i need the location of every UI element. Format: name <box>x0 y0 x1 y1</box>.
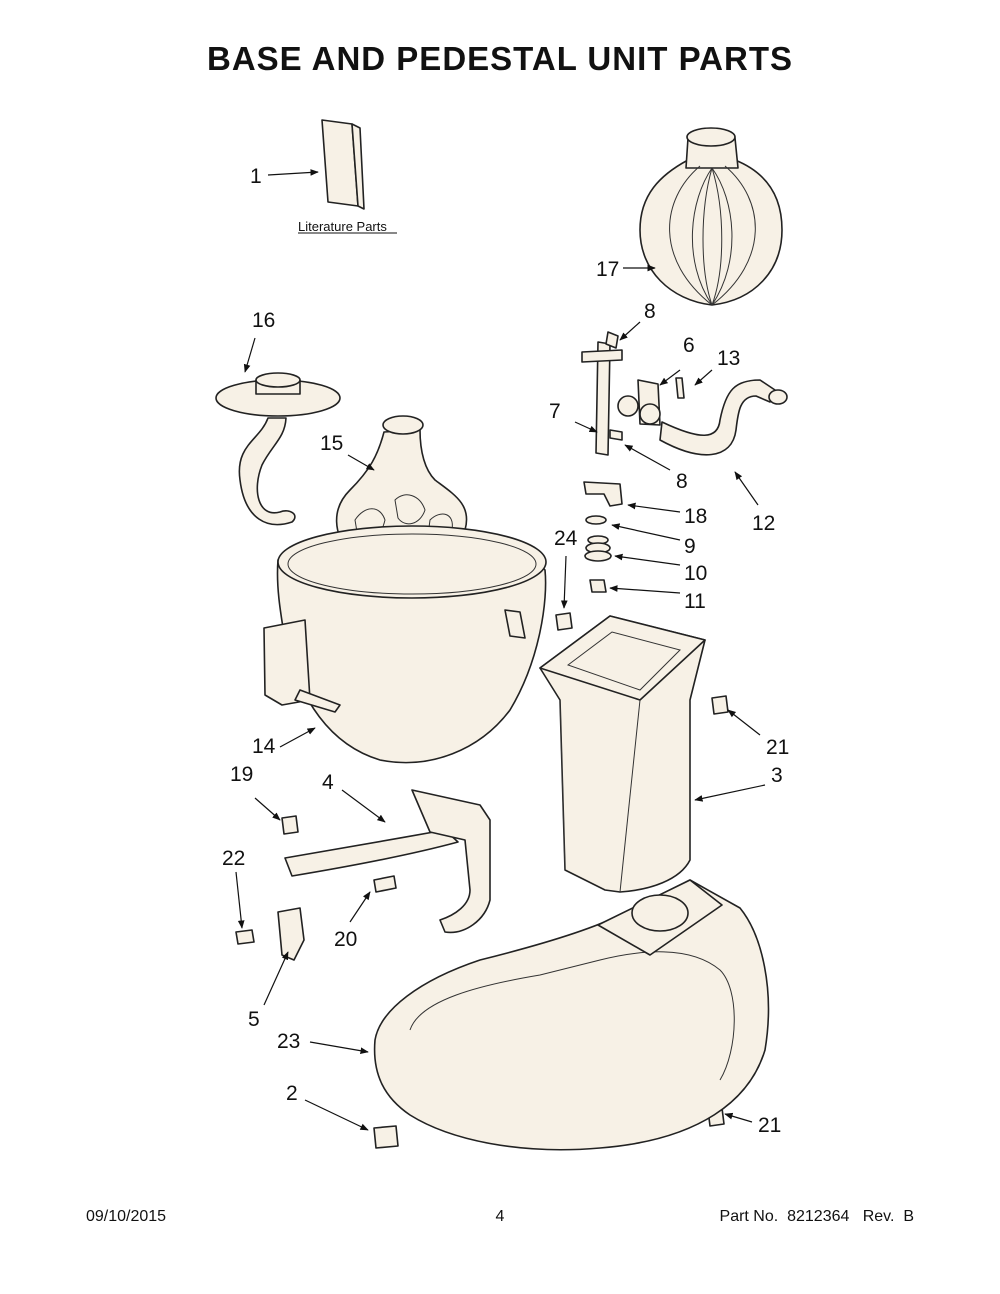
callout-7: 7 <box>549 400 561 423</box>
dough-hook-part <box>215 372 341 526</box>
callout-numbers: 1 17 16 8 6 13 7 15 8 18 12 24 9 10 11 1… <box>222 165 789 1137</box>
callout-20: 20 <box>334 928 357 951</box>
callout-13: 13 <box>717 347 740 370</box>
callout-4: 4 <box>322 771 334 794</box>
footer-page-number: 4 <box>495 1208 505 1225</box>
page-title: BASE AND PEDESTAL UNIT PARTS <box>207 40 793 77</box>
base-part <box>373 879 770 1151</box>
callout-6: 6 <box>683 334 695 357</box>
callout-17: 17 <box>596 258 619 281</box>
callout-8-bottom: 8 <box>676 470 688 493</box>
mixing-bowl-part <box>263 525 547 764</box>
callout-10: 10 <box>684 562 707 585</box>
callout-23: 23 <box>277 1030 300 1053</box>
callout-9: 9 <box>684 535 696 558</box>
wire-whip-part <box>639 127 783 306</box>
callout-1: 1 <box>250 165 262 188</box>
footer-part-number: Part No. 8212364 Rev. B <box>719 1208 914 1225</box>
callout-2: 2 <box>286 1082 298 1105</box>
callout-19: 19 <box>230 763 253 786</box>
callout-21-lower: 21 <box>758 1114 781 1137</box>
bracket-and-screw-parts <box>235 612 729 1127</box>
callout-5: 5 <box>248 1008 260 1031</box>
callout-16: 16 <box>252 309 275 332</box>
callout-8-top: 8 <box>644 300 656 323</box>
footer-date: 09/10/2015 <box>86 1208 167 1225</box>
callout-18: 18 <box>684 505 707 528</box>
callout-22: 22 <box>222 847 245 870</box>
callout-24: 24 <box>554 527 578 550</box>
callout-15: 15 <box>320 432 343 455</box>
callout-leader-lines <box>235 169 766 1131</box>
callout-3: 3 <box>771 764 783 787</box>
callout-12: 12 <box>752 512 775 535</box>
callout-21-upper: 21 <box>766 736 789 759</box>
literature-part <box>321 119 365 210</box>
small-hardware-parts <box>581 331 788 593</box>
pedestal-column-part <box>539 615 706 893</box>
callout-11: 11 <box>684 590 706 613</box>
callout-14: 14 <box>252 735 276 758</box>
literature-parts-label: Literature Parts <box>298 219 387 234</box>
